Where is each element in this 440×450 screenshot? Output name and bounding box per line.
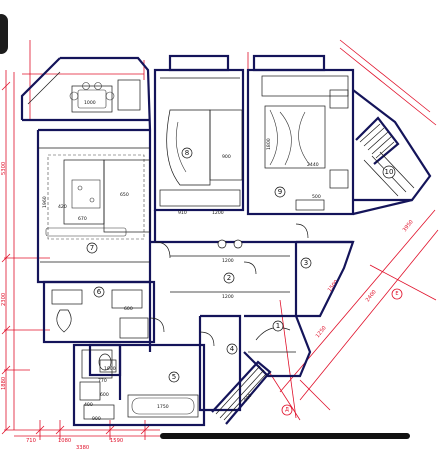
dim-angle-1250: 1250	[315, 325, 328, 339]
dim-left-5300: 5300	[1, 162, 7, 175]
rounded-tab-icon	[0, 14, 8, 54]
dim-bath-770: 770	[98, 378, 107, 384]
dimension-labels: 1000 1200 1200 2440 1800 900 910 1200 65…	[42, 100, 321, 422]
dim-room-650: 650	[120, 192, 129, 198]
room-2-label: 2	[227, 274, 231, 282]
room-9-label: 9	[278, 188, 282, 196]
section-mark-d	[281, 404, 293, 416]
red-dimension-lines	[1, 39, 439, 440]
room-10-label: 10	[385, 168, 394, 176]
furniture	[45, 82, 195, 415]
dim-room-670: 670	[78, 216, 87, 222]
dim-stair-900: 900	[243, 393, 253, 404]
dim-room-500: 500	[312, 194, 321, 200]
dim-room-1960: 1960	[42, 196, 48, 208]
dim-hall-1200b: 1200	[222, 294, 234, 300]
room-7-label: 7	[90, 244, 94, 252]
detail-lines	[27, 71, 415, 421]
dim-room-1200: 1200	[212, 210, 224, 216]
room-8-label: 8	[185, 149, 189, 157]
room-5-label: 5	[172, 373, 176, 381]
dim-room-900: 900	[222, 154, 231, 160]
dim-room-910: 910	[178, 210, 187, 216]
room-labels: 7 8 9 10 2 3 6 1 4 5	[86, 147, 396, 383]
dim-bath-1000: 1000	[104, 366, 116, 372]
section-mark-e-label: Е	[395, 291, 398, 297]
walls	[20, 54, 432, 427]
dim-bath-1750: 1750	[157, 404, 169, 410]
dim-room-2440: 2440	[307, 162, 319, 168]
section-mark-d-label: Д	[285, 407, 289, 413]
dim-bottom-3380: 3380	[76, 445, 89, 450]
dim-bottom-1080: 1080	[58, 438, 71, 444]
dim-bottom-710: 710	[26, 438, 36, 444]
dim-room-600: 600	[124, 306, 133, 312]
scroll-bar[interactable]	[160, 433, 410, 439]
dim-angle-3950: 3950	[402, 219, 415, 233]
dim-left-2300: 2300	[1, 293, 7, 306]
dim-kitchen-1000: 1000	[84, 100, 96, 106]
dim-bath-900: 900	[92, 416, 101, 422]
dim-room-1800: 1800	[266, 138, 272, 150]
dim-room-420: 420	[58, 204, 67, 210]
dim-left-1880: 1880	[1, 377, 7, 390]
dim-hall-1200: 1200	[222, 258, 234, 264]
dim-angle-2400: 2400	[365, 289, 378, 303]
dim-bath-400: 400	[84, 402, 93, 408]
dim-bath-600: 600	[100, 392, 109, 398]
dim-bottom-1590: 1590	[110, 438, 123, 444]
room-6-label: 6	[97, 288, 102, 296]
section-mark-e	[391, 288, 403, 300]
room-4-label: 4	[230, 345, 235, 353]
room-3-label: 3	[304, 259, 308, 267]
room-1-label: 1	[276, 322, 280, 330]
